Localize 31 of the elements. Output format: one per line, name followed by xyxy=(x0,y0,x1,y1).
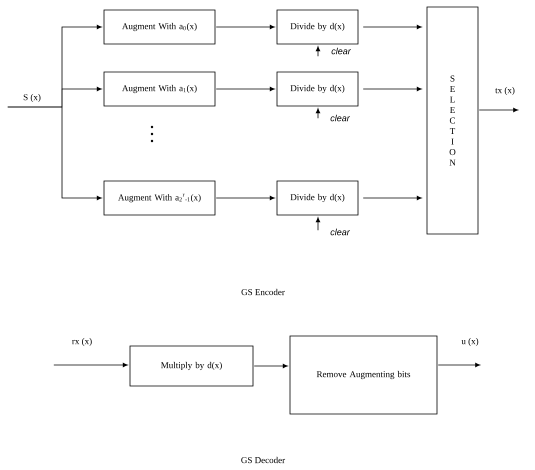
arrow xyxy=(254,364,288,368)
process-box: Remove Augmenting bits xyxy=(290,336,438,414)
edge-label: tx (x) xyxy=(495,86,514,96)
edge-label: clear xyxy=(332,48,352,54)
figure-caption: GS Decoder xyxy=(241,456,286,464)
process-box: Divide by d(x) xyxy=(276,72,358,106)
arrow xyxy=(416,24,422,30)
arrow xyxy=(216,24,275,30)
arrow xyxy=(316,108,320,119)
edge-label: S (x) xyxy=(24,94,40,102)
selection-box: S E L E C T I O N xyxy=(426,6,478,234)
arrow xyxy=(216,196,275,200)
process-box: Augment With a$_{1}$(x) xyxy=(104,72,216,106)
figure-caption: GS Encoder xyxy=(242,288,285,296)
process-box: Augment With a$_{0}$(x) xyxy=(104,10,216,44)
arrow xyxy=(316,217,320,231)
arrow xyxy=(7,106,102,200)
arrow xyxy=(316,46,320,57)
edge-label: u (x) xyxy=(462,338,478,346)
arrow xyxy=(216,86,275,92)
process-box: Divide by d(x) xyxy=(276,10,358,44)
arrow xyxy=(416,196,422,200)
arrow xyxy=(438,362,480,368)
arrow xyxy=(478,108,518,112)
process-box: Multiply by d(x) xyxy=(130,346,254,386)
edge-label: rx (x) xyxy=(72,338,92,346)
arrow xyxy=(53,362,128,368)
edge-label: clear xyxy=(330,228,350,236)
process-box: Divide by d(x) xyxy=(276,180,358,216)
edge-label: clear xyxy=(330,114,350,122)
arrow xyxy=(416,86,422,92)
